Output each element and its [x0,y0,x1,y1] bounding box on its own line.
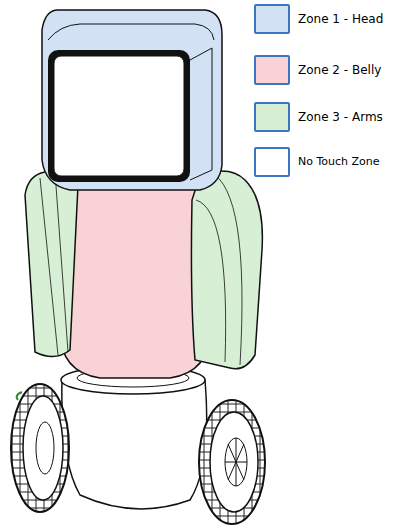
legend-swatch [254,102,290,132]
legend-text: Zone 2 - Belly [298,62,381,78]
legend-swatch [254,4,290,34]
legend-swatch [254,147,290,177]
legend-text: Zone 1 - Head [298,11,383,27]
right-wheel [199,400,265,524]
right-arm [191,171,262,369]
head-zone [42,10,222,190]
legend-text: Zone 3 - Arms [298,109,383,125]
legend-swatch [254,55,290,85]
left-arm [25,171,78,356]
robot-base [62,380,207,509]
legend-text: No Touch Zone [298,154,380,170]
left-wheel [11,384,69,512]
